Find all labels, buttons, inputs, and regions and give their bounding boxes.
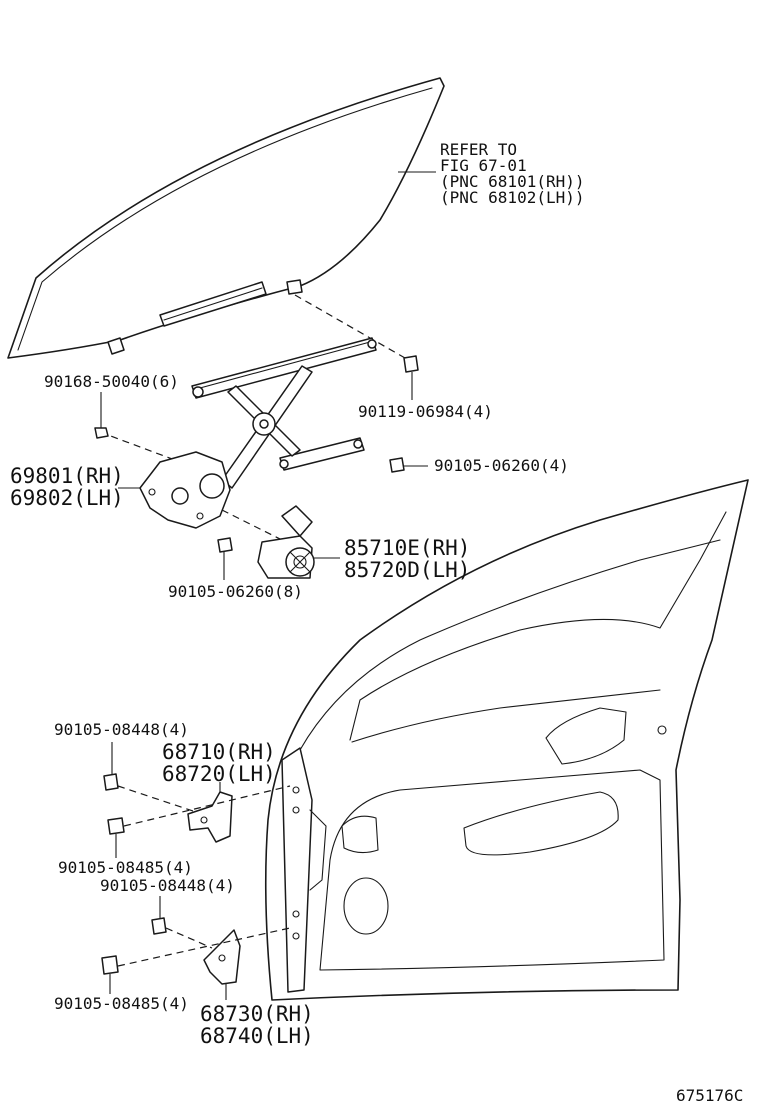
part-number-upper-hinge-rh[interactable]: 68710(RH) <box>162 740 276 764</box>
part-number-motor-lh[interactable]: 85720D(LH) <box>344 558 471 582</box>
lower-hinge <box>203 929 241 1000</box>
window-regulator <box>118 337 377 529</box>
part-number-90105-06260-8[interactable]: 90105-06260(8) <box>168 582 303 601</box>
part-number-motor-rh[interactable]: 85710E(RH) <box>344 536 471 560</box>
upper-hinge <box>187 782 233 843</box>
part-number-upper-hinge-lh[interactable]: 68720(LH) <box>162 762 276 786</box>
part-number-regulator-lh[interactable]: 69802(LH) <box>10 486 124 510</box>
part-number-90168[interactable]: 90168-50040(6) <box>44 372 179 391</box>
door-glass <box>7 77 445 359</box>
glass-note-line2: FIG 67-01 <box>440 156 527 175</box>
part-number-lower-08448[interactable]: 90105-08448(4) <box>100 876 235 895</box>
figure-id: 675176C <box>676 1086 744 1105</box>
front-door-shell <box>264 479 749 1001</box>
part-number-lower-hinge-lh[interactable]: 68740(LH) <box>200 1024 314 1048</box>
glass-note-line1: REFER TO <box>440 140 518 159</box>
hinge-bolts <box>101 742 291 994</box>
window-motor <box>257 505 340 579</box>
glass-note-line3: (PNC 68101(RH)) <box>440 172 585 191</box>
part-number-90105-06260-4[interactable]: 90105-06260(4) <box>434 456 569 475</box>
part-number-lower-08485[interactable]: 90105-08485(4) <box>54 994 189 1013</box>
regulator-bolts <box>94 355 428 580</box>
part-number-lower-hinge-rh[interactable]: 68730(RH) <box>200 1002 314 1026</box>
part-number-upper-08485[interactable]: 90105-08485(4) <box>58 858 193 877</box>
glass-note-line4: (PNC 68102(LH)) <box>440 188 585 207</box>
part-number-upper-08448[interactable]: 90105-08448(4) <box>54 720 189 739</box>
part-number-90119[interactable]: 90119-06984(4) <box>358 402 493 421</box>
part-number-regulator-rh[interactable]: 69801(RH) <box>10 464 124 488</box>
